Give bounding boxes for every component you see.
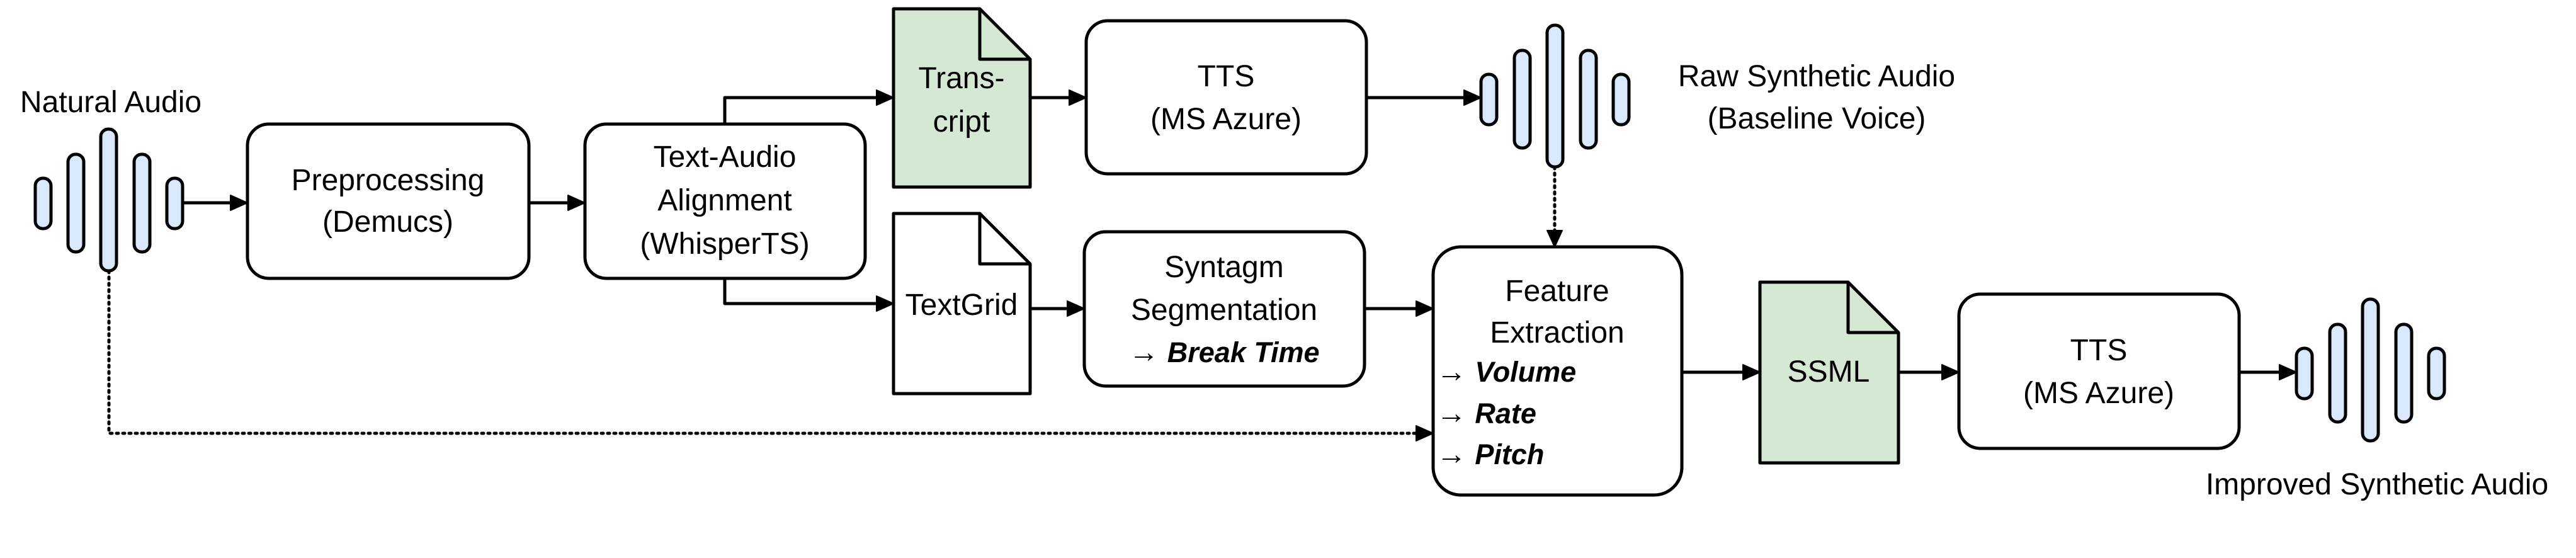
rate-feature: Rate bbox=[1475, 397, 1536, 430]
feature-extraction-line1: Feature bbox=[1505, 275, 1609, 308]
preprocessing-node: Preprocessing (Demucs) bbox=[246, 122, 531, 280]
transcript-document-node: Trans- cript bbox=[892, 7, 1032, 189]
arrowhead-feature bbox=[1416, 300, 1434, 317]
syntagm-line3: → Break Time bbox=[1128, 336, 1319, 369]
improved-synthetic-waveform-icon bbox=[2295, 297, 2446, 443]
syntagm-arrow: → bbox=[1128, 336, 1159, 369]
feature-rate-line: → Rate bbox=[1436, 397, 1536, 430]
arrowhead-syntagm bbox=[1067, 300, 1085, 317]
raw-synthetic-waveform-icon bbox=[1479, 23, 1631, 169]
ms-azure-top-label: (MS Azure) bbox=[1150, 103, 1302, 136]
feature-extraction-node: Feature Extraction → Volume → Rate → Pit… bbox=[1431, 245, 1684, 497]
ssml-label: SSML bbox=[1788, 355, 1870, 389]
improved-synthetic-audio-label: Improved Synthetic Audio bbox=[2206, 468, 2548, 501]
syntagm-segmentation-node: Syntagm Segmentation → Break Time bbox=[1082, 230, 1366, 388]
raw-synthetic-audio-label: Raw Synthetic Audio bbox=[1678, 60, 1955, 93]
arrowhead-tts-top bbox=[1069, 89, 1087, 106]
arrowhead-textgrid bbox=[876, 295, 894, 312]
syntagm-line1: Syntagm bbox=[1164, 251, 1283, 284]
edge-alignment-to-transcript bbox=[723, 96, 878, 124]
pitch-feature: Pitch bbox=[1475, 438, 1544, 470]
arrowhead-ssml bbox=[1742, 364, 1761, 380]
pitch-arrow: → bbox=[1436, 438, 1467, 471]
ms-azure-bottom-label: (MS Azure) bbox=[2023, 377, 2174, 410]
transcript-line1: Trans- bbox=[919, 62, 1005, 95]
edge-alignment-to-textgrid bbox=[723, 278, 878, 305]
text-audio-alignment-node: Text-Audio Alignment (WhisperTS) bbox=[583, 122, 867, 280]
feature-extraction-line2: Extraction bbox=[1490, 316, 1624, 350]
baseline-voice-label: (Baseline Voice) bbox=[1708, 102, 1926, 135]
arrowhead-natural-to-feature bbox=[1416, 425, 1434, 441]
edge-natural-audio-to-feature bbox=[107, 269, 1419, 435]
transcript-line2: cript bbox=[933, 105, 990, 139]
natural-audio-label: Natural Audio bbox=[20, 86, 201, 119]
alignment-line2: Alignment bbox=[657, 184, 792, 217]
rate-arrow: → bbox=[1436, 397, 1467, 430]
syntagm-line2: Segmentation bbox=[1131, 293, 1317, 327]
natural-audio-waveform-icon bbox=[33, 127, 184, 273]
tts-top-label: TTS bbox=[1198, 60, 1255, 93]
ssml-document-node: SSML bbox=[1758, 280, 1900, 465]
arrowhead-raw-to-feature bbox=[1546, 230, 1563, 248]
arrowhead-improved-audio bbox=[2279, 364, 2297, 380]
arrowhead-alignment bbox=[567, 195, 586, 211]
alignment-line3: (WhisperTS) bbox=[640, 227, 809, 261]
arrowhead-transcript bbox=[876, 89, 894, 106]
volume-arrow: → bbox=[1436, 355, 1467, 389]
preprocessing-label: Preprocessing bbox=[292, 164, 485, 197]
break-time-feature: Break Time bbox=[1167, 336, 1320, 368]
demucs-label: (Demucs) bbox=[322, 205, 453, 239]
feature-volume-line: → Volume bbox=[1436, 355, 1576, 389]
arrowhead-preprocessing bbox=[230, 195, 248, 211]
tts-bottom-node: TTS (MS Azure) bbox=[1957, 292, 2241, 450]
textgrid-document-node: TextGrid bbox=[892, 212, 1032, 396]
feature-pitch-line: → Pitch bbox=[1436, 438, 1544, 471]
alignment-line1: Text-Audio bbox=[654, 140, 797, 174]
volume-feature: Volume bbox=[1475, 356, 1576, 388]
arrowhead-raw-audio bbox=[1463, 89, 1482, 106]
tts-top-node: TTS (MS Azure) bbox=[1084, 19, 1368, 176]
tts-bottom-label: TTS bbox=[2070, 334, 2128, 367]
textgrid-label: TextGrid bbox=[905, 288, 1018, 322]
arrowhead-tts-bottom bbox=[1941, 364, 1960, 380]
